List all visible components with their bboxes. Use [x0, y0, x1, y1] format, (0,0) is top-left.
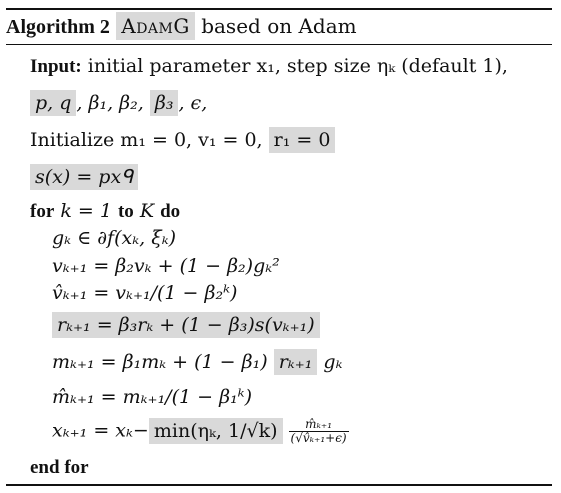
to-keyword: to [117, 201, 134, 222]
algorithm-name: AdamG [116, 12, 195, 40]
m-update-pre: mₖ₊₁ = β₁mₖ + (1 − β₁) [52, 351, 268, 373]
fraction-numerator: m̂ₖ₊₁ [288, 418, 349, 432]
r-update: rₖ₊₁ = β₃rₖ + (1 − β₃)s(vₖ₊₁) [52, 312, 320, 338]
x-update-step: min(ηₖ, 1/√k) [148, 417, 283, 444]
for-range-a: k = 1 [60, 200, 112, 222]
header-rule [6, 44, 552, 45]
init-s-line: s(x) = pxᑫ [30, 164, 139, 190]
algorithm-suffix: based on Adam [201, 14, 357, 38]
input-betas: , β₁, β₂, [76, 92, 144, 114]
x-update-line: xₖ₊₁ = xₖ−min(ηₖ, 1/√k)m̂ₖ₊₁(√v̂ₖ₊₁+ϵ) [52, 417, 349, 445]
m-update-line: mₖ₊₁ = β₁mₖ + (1 − β₁) rₖ₊₁ gₖ [52, 349, 343, 375]
x-update-pre: xₖ₊₁ = xₖ− [52, 419, 149, 442]
algorithm-box: Algorithm 2 AdamG based on Adam Input: i… [6, 8, 552, 486]
algorithm-title: Algorithm 2 AdamG based on Adam [6, 12, 357, 40]
grad-line: gₖ ∈ ∂f(xₖ, ξₖ) [52, 227, 177, 249]
m-update-r: rₖ₊₁ [273, 349, 318, 375]
init-line: Initialize m₁ = 0, v₁ = 0, r₁ = 0 [30, 127, 336, 153]
v-update-line: vₖ₊₁ = β₂vₖ + (1 − β₂)gₖ² [52, 255, 280, 277]
vhat-line: v̂ₖ₊₁ = vₖ₊₁/(1 − β₂ᵏ) [52, 282, 238, 304]
for-keyword: for [30, 201, 55, 222]
mhat-line: m̂ₖ₊₁ = mₖ₊₁/(1 − β₁ᵏ) [52, 386, 253, 408]
bottom-rule [6, 484, 552, 486]
algorithm-label: Algorithm 2 [6, 16, 110, 38]
top-rule [6, 8, 552, 10]
m-update-g: gₖ [323, 351, 343, 373]
input-line-2: p, q, β₁, β₂, β₃, ϵ, [30, 90, 208, 116]
init-r: r₁ = 0 [268, 127, 336, 153]
do-keyword: do [160, 201, 181, 222]
fraction-denominator: (√v̂ₖ₊₁+ϵ) [290, 431, 347, 445]
input-keyword: Input: [30, 56, 82, 77]
x-update-fraction: m̂ₖ₊₁(√v̂ₖ₊₁+ϵ) [288, 418, 349, 445]
end-for-line: end for [30, 457, 89, 478]
input-line-1: Input: initial parameter x₁, step size η… [30, 54, 508, 79]
input-pq: p, q [30, 90, 77, 116]
input-eps: , ϵ, [178, 92, 208, 114]
r-update-line: rₖ₊₁ = β₃rₖ + (1 − β₃)s(vₖ₊₁) [52, 312, 320, 338]
init-text: Initialize m₁ = 0, v₁ = 0, [30, 129, 263, 151]
input-beta3: β₃ [149, 90, 179, 116]
for-range-b: K [139, 200, 155, 222]
input-text: initial parameter x₁, step size ηₖ (defa… [87, 55, 508, 77]
init-s: s(x) = pxᑫ [30, 164, 139, 190]
for-line: for k = 1 to K do [30, 199, 180, 224]
